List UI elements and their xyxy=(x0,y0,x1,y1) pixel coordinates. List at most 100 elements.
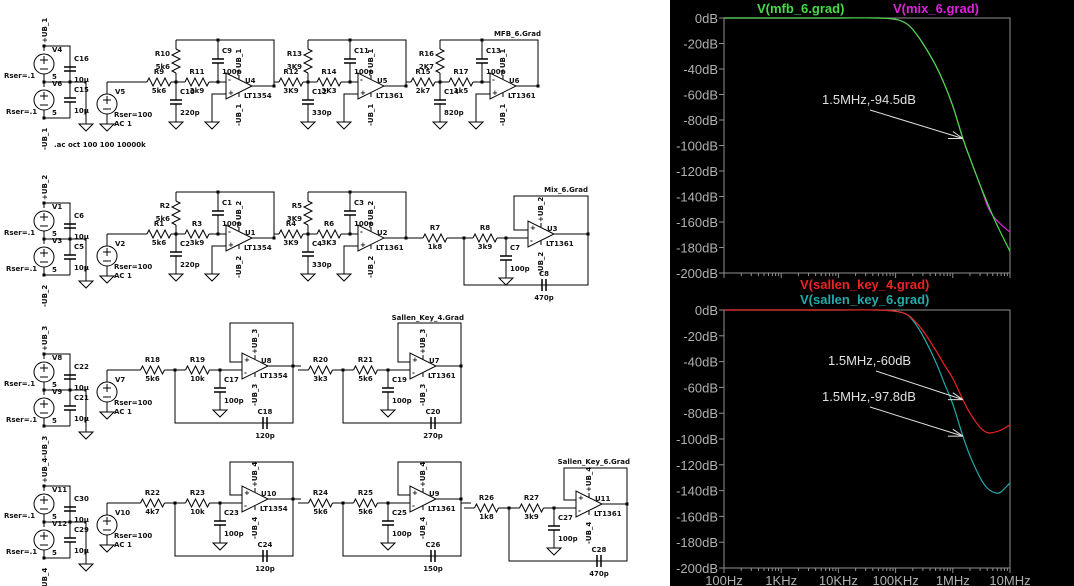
trace-label-mix-6[interactable]: V(mix_6.grad) xyxy=(893,1,979,16)
opamp-ref: U4 xyxy=(245,77,256,85)
resistor-ref: R22 xyxy=(145,489,160,497)
source-ac: AC 1 xyxy=(114,408,132,416)
cursor-annotation[interactable]: 1.5MHz,-60dB xyxy=(828,353,911,368)
resistor-value: 5k6 xyxy=(358,508,373,516)
resistor-R18[interactable] xyxy=(140,364,165,376)
opamp-pin-sign: - xyxy=(412,369,415,377)
opamp-U2[interactable] xyxy=(357,224,386,252)
resistor-value: 10k xyxy=(190,375,205,383)
trace-v-mfb-6-grad-[interactable] xyxy=(724,17,1011,252)
resistor-R16[interactable] xyxy=(434,48,446,74)
opamp-model: LT1361 xyxy=(376,244,404,252)
resistor-R11[interactable] xyxy=(184,76,210,88)
y-tick-label: -40dB xyxy=(683,62,718,77)
resistor-R27[interactable] xyxy=(519,502,544,514)
plot-pane-top[interactable]: V(mfb_6.grad) V(mix_6.grad) 0dB-20dB-40d… xyxy=(676,1,1011,281)
junction xyxy=(272,236,276,240)
capacitor-ref: C9 xyxy=(222,47,232,55)
net-label-output: MFB_6.Grad xyxy=(494,30,541,38)
resistor-R5[interactable] xyxy=(302,200,314,226)
opamp-model: LT1361 xyxy=(508,92,536,100)
y-tick-label: -160dB xyxy=(676,509,718,524)
capacitor-ref: C17 xyxy=(224,376,239,384)
source-rser: Rser=100 xyxy=(114,263,152,271)
net-label-supply-pos: +UB_3 xyxy=(41,326,49,351)
resistor-R14[interactable] xyxy=(316,76,342,88)
resistor-R20[interactable] xyxy=(308,364,333,376)
capacitor-ref: C26 xyxy=(426,541,441,549)
trace-label-mfb-6[interactable]: V(mfb_6.grad) xyxy=(757,1,844,16)
capacitor-ref: C4 xyxy=(312,240,322,248)
opamp-U8[interactable] xyxy=(241,352,270,380)
ground-icon xyxy=(98,544,116,553)
trace-v-sallen-key-4-grad-[interactable] xyxy=(724,309,1011,434)
source-rser: Rser=100 xyxy=(114,111,152,119)
resistor-value: 1k8 xyxy=(428,243,443,251)
source-ref: V5 xyxy=(115,88,125,96)
opamp-U6[interactable] xyxy=(489,72,518,100)
trace-label-sallen-key-4[interactable]: V(sallen_key_4.grad) xyxy=(800,277,929,292)
opamp-pin-sign: + xyxy=(412,489,418,497)
source-ref: V10 xyxy=(115,509,130,517)
resistor-R15[interactable] xyxy=(410,76,436,88)
resistor-R9[interactable] xyxy=(146,76,172,88)
resistor-R24[interactable] xyxy=(308,497,333,509)
resistor-value: 1k8 xyxy=(479,513,494,521)
opamp-model: LT1354 xyxy=(244,244,272,252)
opamp-U7[interactable] xyxy=(409,352,438,380)
resistor-R25[interactable] xyxy=(353,497,378,509)
resistor-ref: R3 xyxy=(192,220,202,228)
resistor-value: 1k5 xyxy=(454,87,469,95)
opamp-U4[interactable] xyxy=(225,72,254,100)
resistor-R21[interactable] xyxy=(353,364,378,376)
capacitor-ref: C2 xyxy=(180,240,190,248)
opamp-U1[interactable] xyxy=(225,224,254,252)
resistor-R10[interactable] xyxy=(170,48,182,74)
x-tick-label: 100KHz xyxy=(872,573,918,586)
schematic-editor[interactable]: +UB_1-UB_1V4V6Rser=.1Rser=.155C1610µC151… xyxy=(0,0,670,586)
source-rser: Rser=.1 xyxy=(4,512,35,520)
net-label-supply-neg: -UB_4 xyxy=(41,568,49,586)
opamp-U5[interactable] xyxy=(357,72,386,100)
resistor-ref: R14 xyxy=(321,68,336,76)
waveform-viewer[interactable]: V(mfb_6.grad) V(mix_6.grad) 0dB-20dB-40d… xyxy=(670,0,1074,586)
resistor-R12[interactable] xyxy=(278,76,304,88)
resistor-R19[interactable] xyxy=(185,364,210,376)
capacitor-value: 470p xyxy=(534,294,554,302)
ground-icon xyxy=(299,121,317,130)
resistor-value: 3K3 xyxy=(321,87,336,95)
opamp-model: LT1361 xyxy=(594,510,622,518)
resistor-R17[interactable] xyxy=(448,76,474,88)
resistor-R23[interactable] xyxy=(185,497,210,509)
resistor-value: 3k9 xyxy=(190,87,205,95)
opamp-U10[interactable] xyxy=(241,485,270,513)
resistor-ref: R19 xyxy=(190,356,205,364)
trace-v-mix-6-grad-[interactable] xyxy=(724,17,1011,233)
resistor-R3[interactable] xyxy=(184,228,210,240)
wire xyxy=(44,389,87,432)
opamp-supply-pos: +UB_4 xyxy=(585,467,593,492)
resistor-R7[interactable] xyxy=(422,232,448,244)
opamp-pin-sign: + xyxy=(244,489,250,497)
resistor-R26[interactable] xyxy=(474,502,499,514)
opamp-U3[interactable] xyxy=(527,220,556,248)
capacitor-ref: C28 xyxy=(592,546,607,554)
cursor-annotation[interactable]: 1.5MHz,-94.5dB xyxy=(822,92,916,107)
opamp-pin-sign: + xyxy=(578,494,584,502)
resistor-R1[interactable] xyxy=(146,228,172,240)
resistor-R4[interactable] xyxy=(278,228,304,240)
resistor-R13[interactable] xyxy=(302,48,314,74)
opamp-U11[interactable] xyxy=(575,490,604,518)
cursor-annotation[interactable]: 1.5MHz,-97.8dB xyxy=(822,389,916,404)
resistor-ref: R18 xyxy=(145,356,160,364)
wire xyxy=(397,461,462,499)
resistor-R2[interactable] xyxy=(170,200,182,226)
resistor-R8[interactable] xyxy=(472,232,498,244)
opamp-U9[interactable] xyxy=(409,485,438,513)
capacitor-ref: C11 xyxy=(354,47,369,55)
trace-label-sallen-key-6[interactable]: V(sallen_key_6.grad) xyxy=(800,292,929,307)
plot-pane-bottom[interactable]: V(sallen_key_4.grad) V(sallen_key_6.grad… xyxy=(676,277,1031,586)
resistor-R22[interactable] xyxy=(140,497,165,509)
resistor-value: 5k6 xyxy=(358,375,373,383)
resistor-R6[interactable] xyxy=(316,228,342,240)
